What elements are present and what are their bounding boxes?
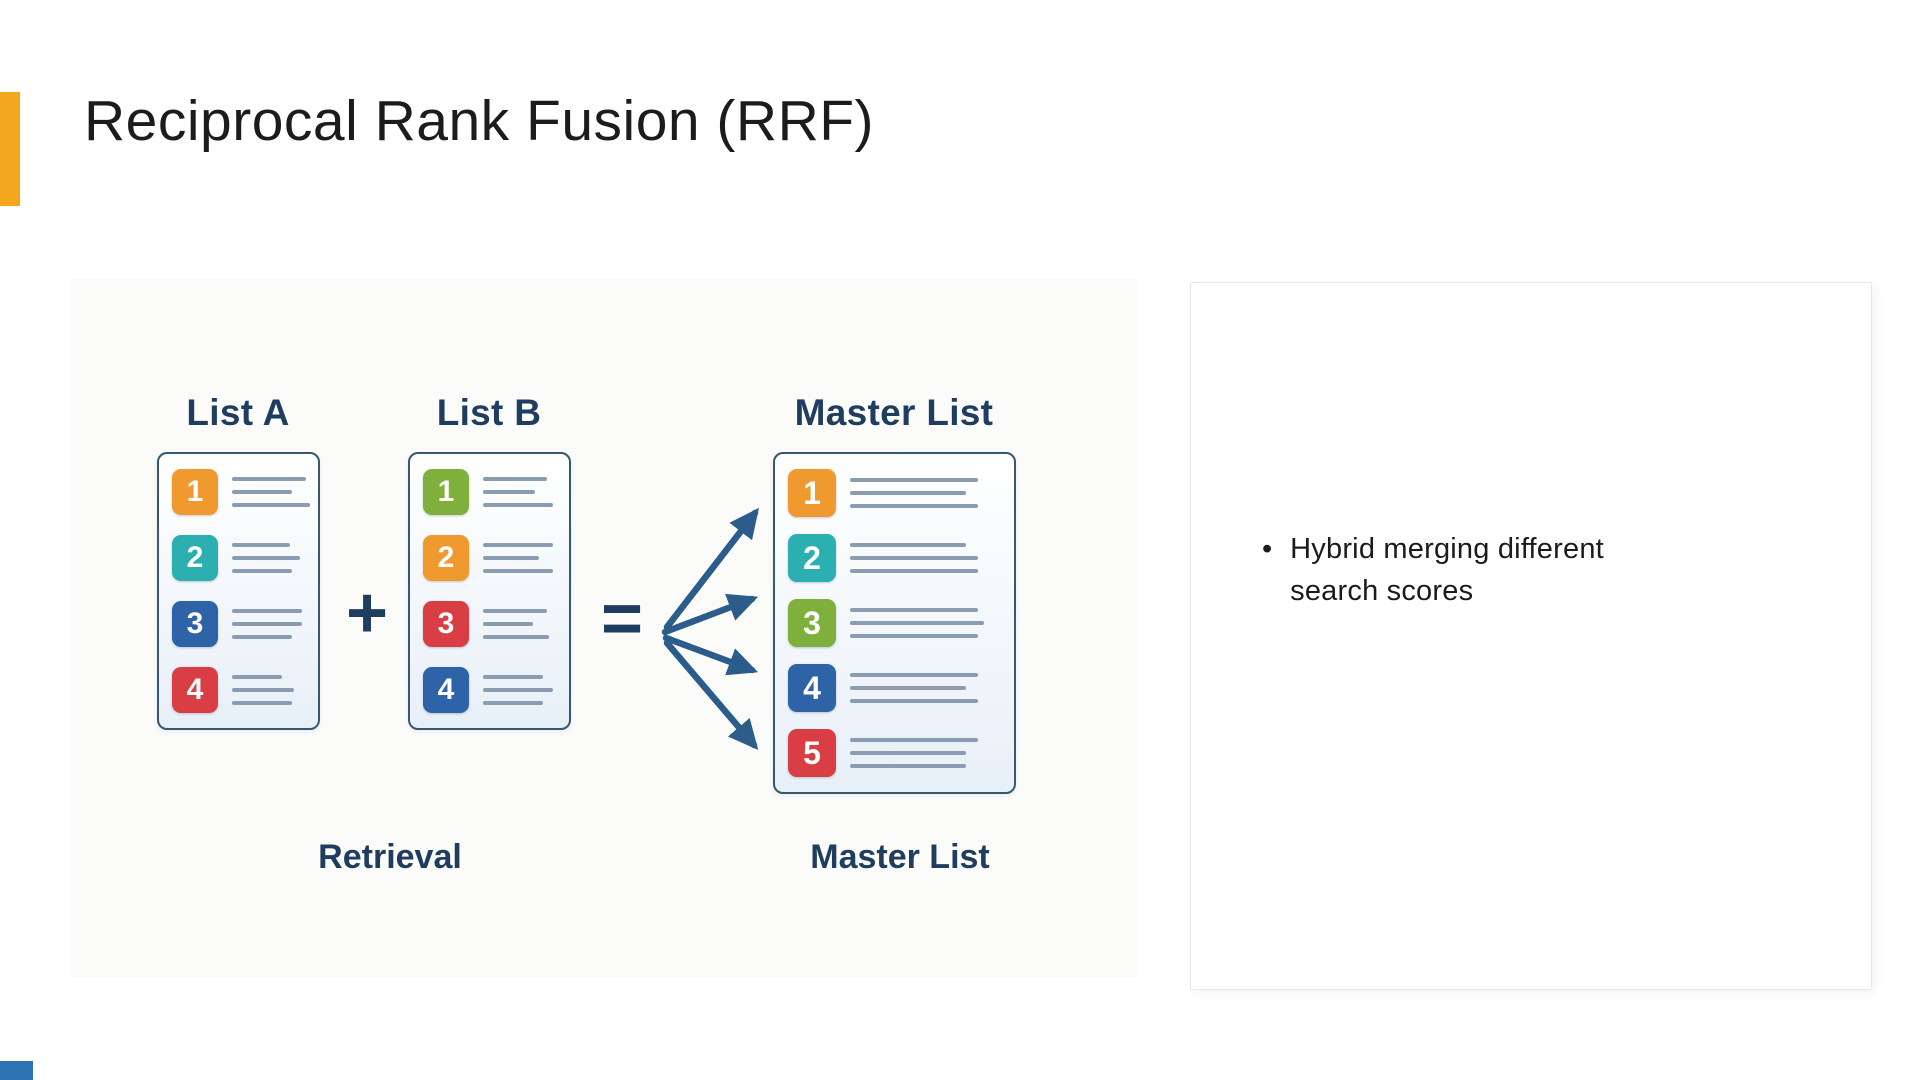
title-accent-bar (0, 92, 20, 206)
bullet-marker: • (1262, 533, 1273, 565)
list-item: 2 (423, 535, 556, 581)
notes-bullet-item: • Hybrid merging different search scores (1262, 528, 1702, 612)
text-line (232, 701, 292, 705)
text-line (850, 491, 966, 495)
retrieval-caption: Retrieval (318, 838, 462, 876)
master-list-header: Master List (794, 392, 994, 433)
text-lines (483, 609, 549, 639)
list-b-card: 1 2 3 4 (408, 452, 571, 730)
equals-operator: = (600, 579, 644, 659)
text-line (232, 622, 302, 626)
text-line (483, 675, 543, 679)
text-line (850, 569, 978, 573)
rank-badge: 2 (172, 535, 218, 581)
text-line (483, 609, 547, 613)
text-line (850, 608, 978, 612)
text-line (850, 621, 984, 625)
plus-operator: + (345, 573, 389, 653)
rank-badge: 1 (423, 469, 469, 515)
text-line (483, 490, 535, 494)
text-lines (483, 543, 553, 573)
text-lines (850, 478, 978, 508)
text-lines (232, 675, 294, 705)
list-item: 4 (423, 667, 556, 713)
text-lines (232, 543, 300, 573)
list-item: 4 (172, 667, 305, 713)
text-line (483, 569, 553, 573)
list-b-header: List B (436, 392, 542, 433)
rank-badge: 4 (788, 664, 836, 712)
text-line (483, 503, 553, 507)
text-line (232, 556, 300, 560)
list-item: 1 (788, 469, 1001, 517)
list-item: 3 (172, 601, 305, 647)
text-lines (850, 543, 978, 573)
text-line (850, 738, 978, 742)
list-item: 1 (423, 469, 556, 515)
text-line (850, 751, 966, 755)
rank-badge: 4 (172, 667, 218, 713)
rank-badge: 1 (172, 469, 218, 515)
rank-badge: 2 (423, 535, 469, 581)
bullet-text: Hybrid merging different search scores (1290, 533, 1604, 607)
text-line (483, 556, 539, 560)
master-list-caption: Master List (810, 838, 990, 876)
list-item: 4 (788, 664, 1001, 712)
rank-badge: 5 (788, 729, 836, 777)
text-line (850, 556, 978, 560)
text-lines (483, 675, 553, 705)
rank-badge: 2 (788, 534, 836, 582)
list-a-card: 1 2 3 4 (157, 452, 320, 730)
rank-badge: 3 (423, 601, 469, 647)
text-line (850, 673, 978, 677)
text-line (483, 688, 553, 692)
text-line (232, 609, 302, 613)
text-lines (483, 477, 553, 507)
text-lines (850, 673, 978, 703)
text-lines (850, 738, 978, 768)
text-line (850, 634, 978, 638)
text-line (483, 635, 549, 639)
rank-badge: 3 (172, 601, 218, 647)
list-item: 1 (172, 469, 310, 515)
text-lines (850, 608, 984, 638)
rank-badge: 1 (788, 469, 836, 517)
text-line (483, 477, 547, 481)
text-line (850, 478, 978, 482)
list-item: 3 (788, 599, 1001, 647)
text-lines (232, 609, 302, 639)
rank-badge: 3 (788, 599, 836, 647)
text-line (850, 686, 966, 690)
text-line (232, 635, 292, 639)
text-line (232, 503, 310, 507)
list-item: 2 (788, 534, 1001, 582)
text-line (232, 543, 290, 547)
list-item: 5 (788, 729, 1001, 777)
rank-badge: 4 (423, 667, 469, 713)
footer-accent-bar (0, 1061, 33, 1080)
text-line (850, 764, 966, 768)
fan-out-arrows-icon (661, 507, 759, 750)
list-item: 2 (172, 535, 305, 581)
text-line (232, 569, 292, 573)
list-a-header: List A (186, 392, 290, 433)
notes-card (1190, 282, 1872, 990)
text-line (232, 675, 282, 679)
text-line (483, 543, 553, 547)
master-list-card: 1 2 3 4 5 (773, 452, 1016, 794)
text-line (232, 477, 306, 481)
slide-title: Reciprocal Rank Fusion (RRF) (84, 89, 875, 153)
list-item: 3 (423, 601, 556, 647)
text-line (483, 622, 533, 626)
text-line (850, 543, 966, 547)
text-line (483, 701, 543, 705)
text-line (850, 504, 978, 508)
text-line (232, 490, 292, 494)
text-lines (232, 477, 310, 507)
text-line (850, 699, 978, 703)
text-line (232, 688, 294, 692)
